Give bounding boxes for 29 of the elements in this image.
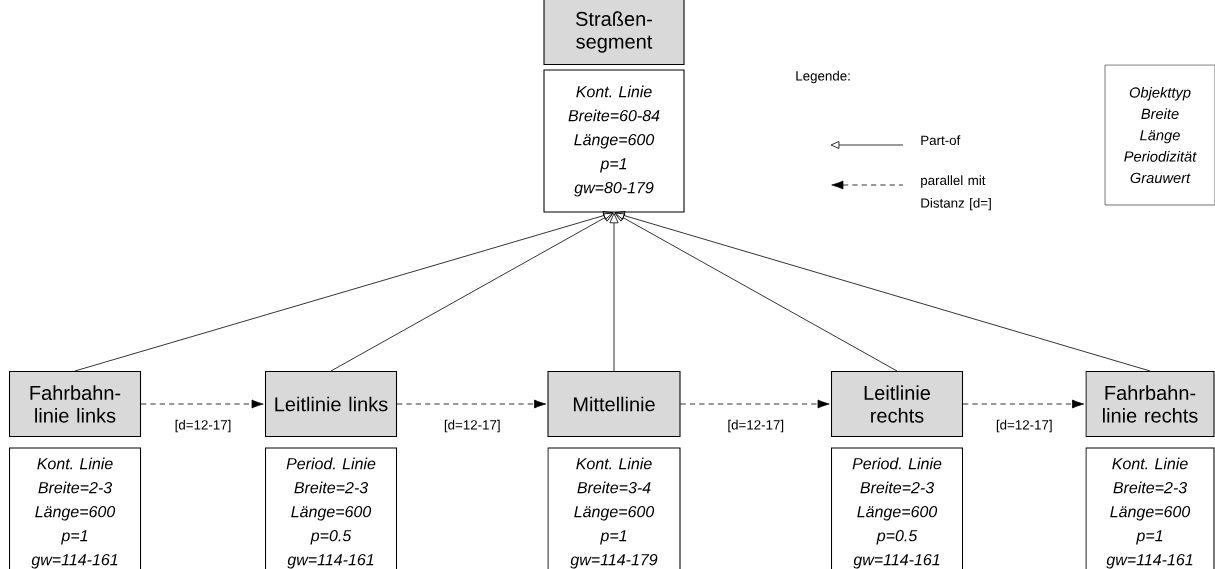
attribute-box: Kont. Linie Breite=2-3 Länge=600 p=1 gw=114-161 [8,447,142,569]
object-box: Leitlinie rechts [830,370,964,438]
legend-label: Part-of [921,135,961,146]
arrow [330,212,614,372]
arrow [962,399,1085,409]
edge-label: [d=12-17] [175,419,231,433]
arrow [680,399,830,409]
object-box: Fahrbahn- linie links [8,370,142,438]
arrow [74,211,614,372]
attribute-box: Kont. Linie Breite=2-3 Länge=600 p=1 gw=114-161 [1085,447,1215,569]
arrow [396,399,547,409]
legend-title: Legende: [796,70,850,84]
arrow [614,211,1151,372]
object-box: Mittellinie [547,370,681,438]
object-box: Fahrbahn- linie rechts [1085,370,1215,438]
arrow [609,213,619,372]
edge-label: [d=12-17] [444,419,500,433]
object-box: Straßen- segment [543,0,685,66]
attribute-box: Period. Linie Breite=2-3 Länge=600 p=0.5 gw=114-161 [264,447,398,569]
attribute-box: Kont. Linie Breite=3-4 Länge=600 p=1 gw=114-179 [547,447,681,569]
arrow [140,399,264,409]
legend-box: Objekttyp Breite Länge Periodizität Grauwert [1104,64,1215,206]
attribute-box: Kont. Linie Breite=60-84 Länge=600 p=1 gw=80-179 [543,69,685,213]
edge-label: [d=12-17] [728,419,784,433]
legend-label: parallel mit Distanz [d=] [921,175,991,211]
edge-label: [d=12-17] [996,419,1052,433]
attribute-box: Period. Linie Breite=2-3 Länge=600 p=0.5 gw=114-161 [830,447,964,569]
object-box: Leitlinie links [264,370,398,438]
arrow [614,212,898,372]
